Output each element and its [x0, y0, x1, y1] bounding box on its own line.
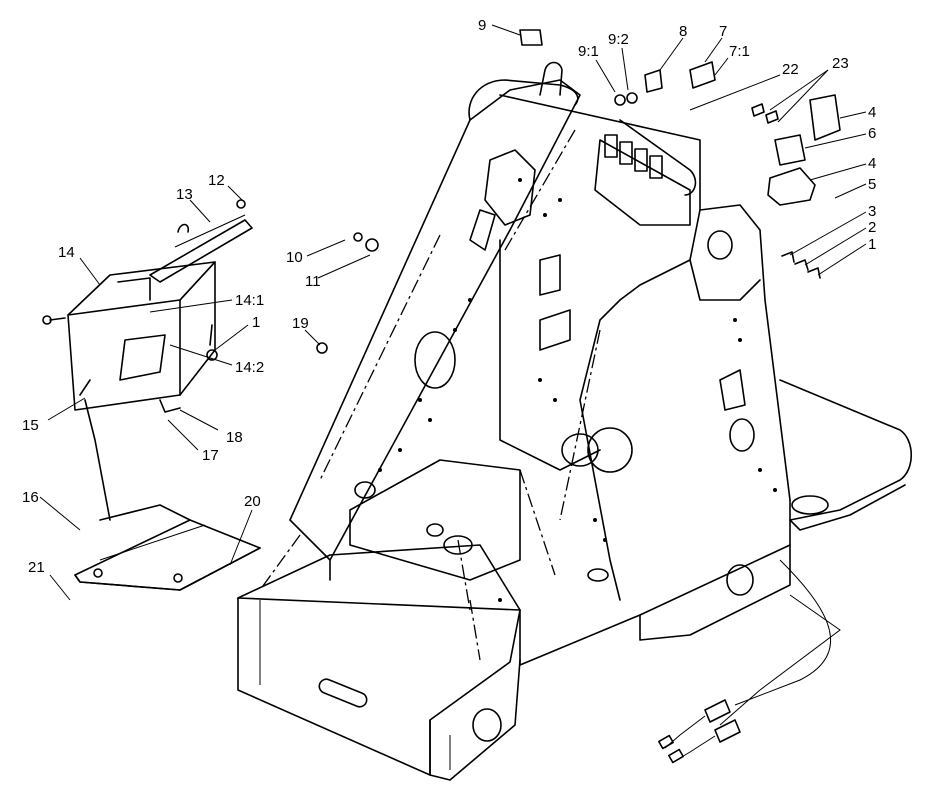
- callout-6: 6: [868, 125, 876, 142]
- callout-9: 9: [478, 17, 486, 34]
- battery-assembly: [42, 199, 253, 521]
- wire-harness: [658, 559, 841, 764]
- callout-1b: 1: [252, 314, 260, 331]
- callout-7-1: 7:1: [729, 43, 750, 60]
- callout-21: 21: [28, 559, 45, 576]
- callout-5: 5: [868, 176, 876, 193]
- callout-13: 13: [176, 186, 193, 203]
- callout-23: 23: [832, 55, 849, 72]
- callout-3: 3: [868, 203, 876, 220]
- callout-4b: 4: [868, 155, 876, 172]
- callout-20: 20: [244, 493, 261, 510]
- leader-lines: [39, 24, 867, 601]
- callout-1a: 1: [868, 236, 876, 253]
- callout-16: 16: [22, 489, 39, 506]
- callout-18: 18: [226, 429, 243, 446]
- callout-19: 19: [292, 315, 309, 332]
- callout-22: 22: [782, 61, 799, 78]
- callout-14: 14: [58, 244, 75, 261]
- callout-11: 11: [305, 273, 321, 290]
- callout-9-1: 9:1: [578, 43, 599, 60]
- callout-17: 17: [202, 447, 219, 464]
- callout-15: 15: [22, 417, 39, 434]
- control-valve-assembly: [468, 61, 697, 251]
- callout-7: 7: [719, 23, 727, 40]
- callout-labels: 9 9:1 9:2 8 7 7:1 22 23 4 6 4 5 3 2 1 12…: [22, 17, 876, 576]
- callout-2: 2: [868, 219, 876, 236]
- electrical-components: [316, 29, 841, 354]
- callout-9-2: 9:2: [608, 31, 629, 48]
- callout-12: 12: [208, 172, 225, 189]
- callout-8: 8: [679, 23, 687, 40]
- callout-14-2: 14:2: [235, 359, 264, 376]
- assembly-center-lines: [259, 129, 601, 661]
- main-frame: [237, 79, 912, 781]
- callout-14-1: 14:1: [235, 292, 264, 309]
- callout-4a: 4: [868, 104, 876, 121]
- callout-10: 10: [286, 249, 303, 266]
- battery-tray: [74, 504, 261, 591]
